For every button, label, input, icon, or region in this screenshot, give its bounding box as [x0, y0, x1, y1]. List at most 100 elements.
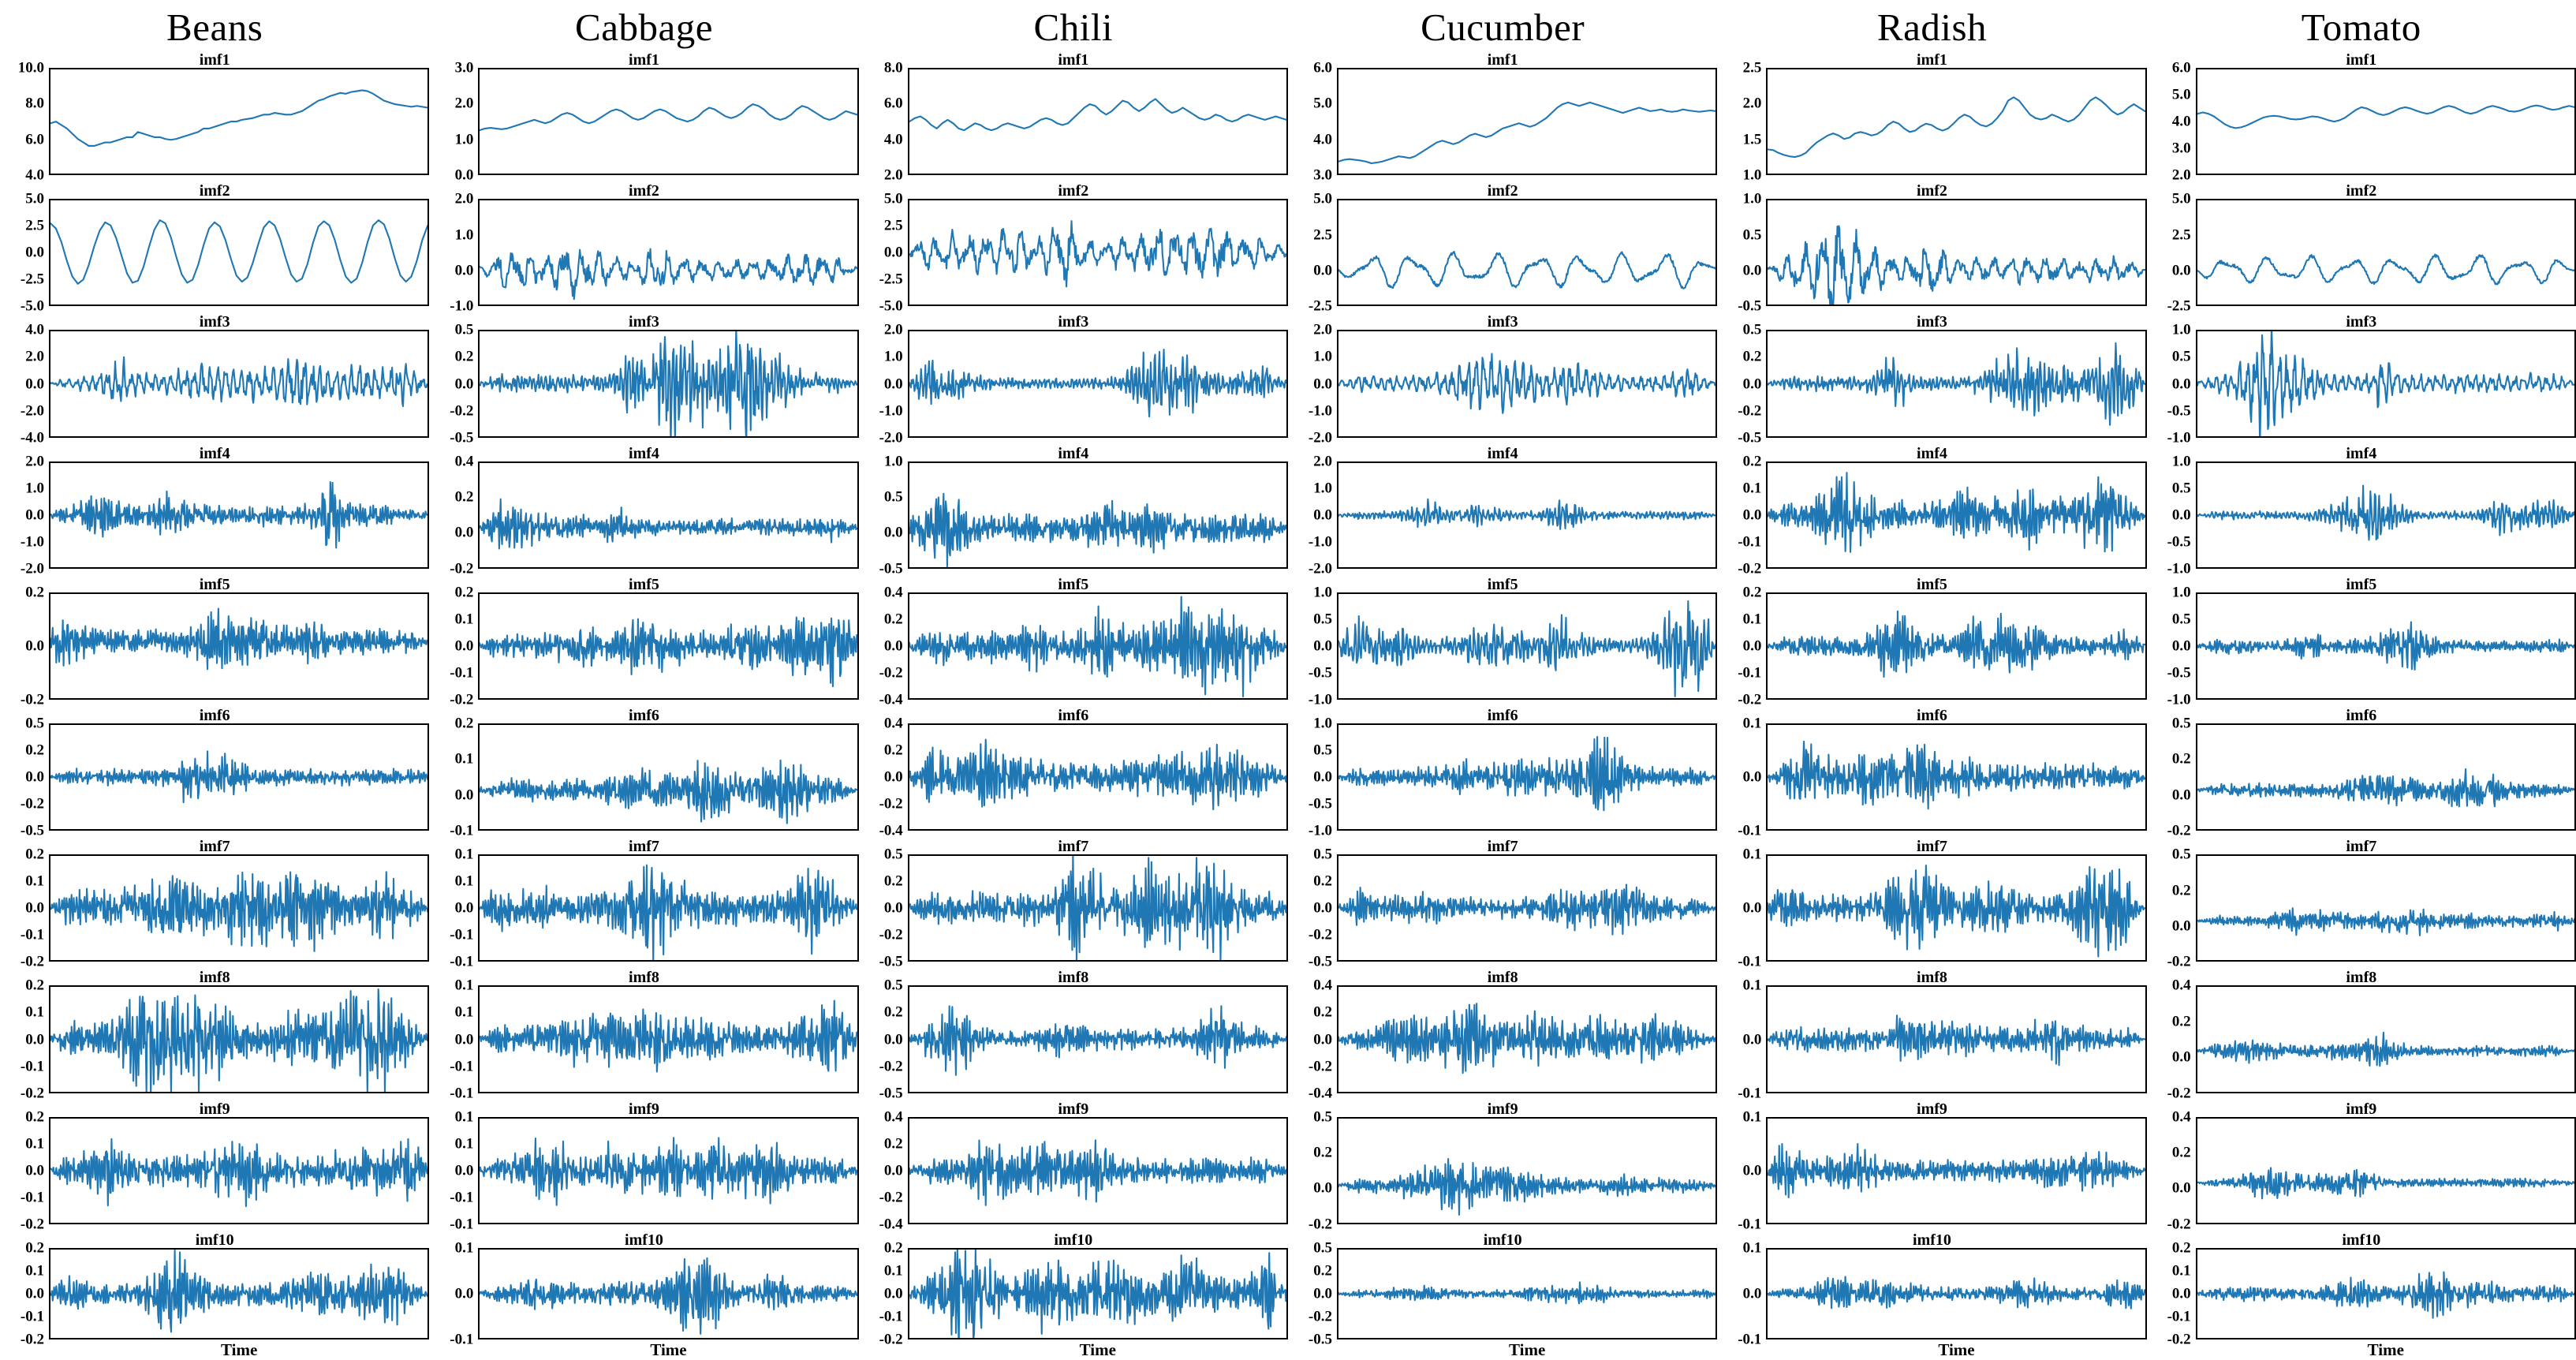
y-tick-mark [1766, 515, 1768, 517]
plot-area [49, 199, 430, 307]
plot-area [1336, 592, 1718, 701]
y-tick-label: -1.0 [1308, 691, 1332, 708]
signal-plot [480, 856, 857, 960]
y-tick-mark [2196, 148, 2197, 149]
y-tick-mark [908, 856, 909, 857]
panel-title: imf10 [1483, 1231, 1522, 1249]
plot-area [2195, 854, 2576, 962]
panel-title: imf3 [199, 313, 230, 331]
plot-area [1336, 1247, 1718, 1340]
signal-plot [480, 594, 857, 698]
y-tick-label: 0.2 [1313, 872, 1332, 890]
y-tick-mark [2196, 489, 2197, 491]
y-tick-label: -0.1 [1738, 533, 1762, 551]
y-tick-mark [2196, 1022, 2197, 1023]
y-tick-mark [2196, 463, 2197, 465]
y-tick-mark [908, 672, 909, 674]
y-tick-mark [2196, 646, 2197, 648]
panel-title: imf3 [629, 313, 659, 331]
y-tick-mark [1337, 672, 1338, 674]
y-tick-label: -0.5 [879, 1085, 903, 1102]
y-tick-label: 8.0 [883, 59, 903, 77]
y-tick-mark [478, 410, 480, 412]
y-tick-mark [1766, 541, 1768, 543]
panel-title: imf10 [2342, 1231, 2381, 1249]
panel-title: imf4 [629, 444, 659, 462]
y-tick-label: 0.4 [883, 584, 903, 601]
y-tick-label: -2.5 [2167, 297, 2191, 315]
y-tick-mark [478, 1040, 480, 1041]
y-tick-mark [49, 357, 50, 359]
panel-title: imf10 [195, 1231, 234, 1249]
y-tick-label: 0.2 [883, 742, 903, 759]
y-tick-label: 2.0 [883, 321, 903, 338]
y-tick-mark [2196, 567, 2197, 569]
y-tick-label: 0.2 [1742, 453, 1762, 470]
y-tick-label: 0.0 [1313, 506, 1332, 524]
y-tick-label: -0.2 [1738, 560, 1762, 577]
y-tick-mark [908, 646, 909, 648]
y-tick-label: 2.5 [1313, 226, 1332, 244]
y-tick-mark [1337, 515, 1338, 517]
y-tick-mark [478, 1197, 480, 1198]
y-tick-label: 1.0 [1313, 584, 1332, 601]
y-tick-label: -0.2 [879, 1189, 903, 1206]
x-axis-label: Time [650, 1340, 687, 1360]
y-tick-mark [49, 934, 50, 936]
signal-plot [1768, 725, 2145, 829]
y-tick-label: 2.5 [1742, 59, 1762, 77]
y-tick-label: 0.0 [1742, 637, 1762, 655]
y-tick-label: -1.0 [1308, 822, 1332, 839]
y-tick-mark [1766, 1171, 1768, 1172]
y-tick-mark [908, 1092, 909, 1093]
y-tick-mark [49, 777, 50, 779]
signal-plot [1768, 69, 2145, 174]
y-tick-label: 0.0 [1313, 1031, 1332, 1048]
y-tick-label: 0.0 [2171, 262, 2191, 279]
y-tick-label: -2.0 [1308, 560, 1332, 577]
y-tick-label: 5.0 [2171, 190, 2191, 207]
y-tick-label: 0.2 [25, 846, 44, 863]
y-tick-label: 5.0 [1313, 190, 1332, 207]
y-tick-label: 0.1 [1742, 1108, 1762, 1126]
plot-area [2195, 723, 2576, 831]
y-tick-label: -0.1 [2167, 1308, 2191, 1325]
panel-title: imf10 [1054, 1231, 1093, 1249]
y-tick-mark [1766, 200, 1768, 202]
y-tick-label: 0.2 [2171, 1144, 2191, 1161]
y-tick-mark [2196, 1223, 2197, 1224]
y-tick-mark [2196, 1338, 2197, 1339]
y-tick-mark [908, 1294, 909, 1295]
y-tick-label: -0.2 [450, 691, 474, 708]
signal-plot [1338, 1250, 1715, 1338]
plot-area [2195, 199, 2576, 307]
y-tick-label: -2.0 [879, 429, 903, 446]
signal-plot [50, 594, 427, 698]
y-tick-label: 0.0 [25, 768, 44, 786]
y-tick-label: 1.0 [883, 453, 903, 470]
y-tick-label: -0.4 [879, 691, 903, 708]
y-tick-label: 0.0 [454, 786, 474, 804]
